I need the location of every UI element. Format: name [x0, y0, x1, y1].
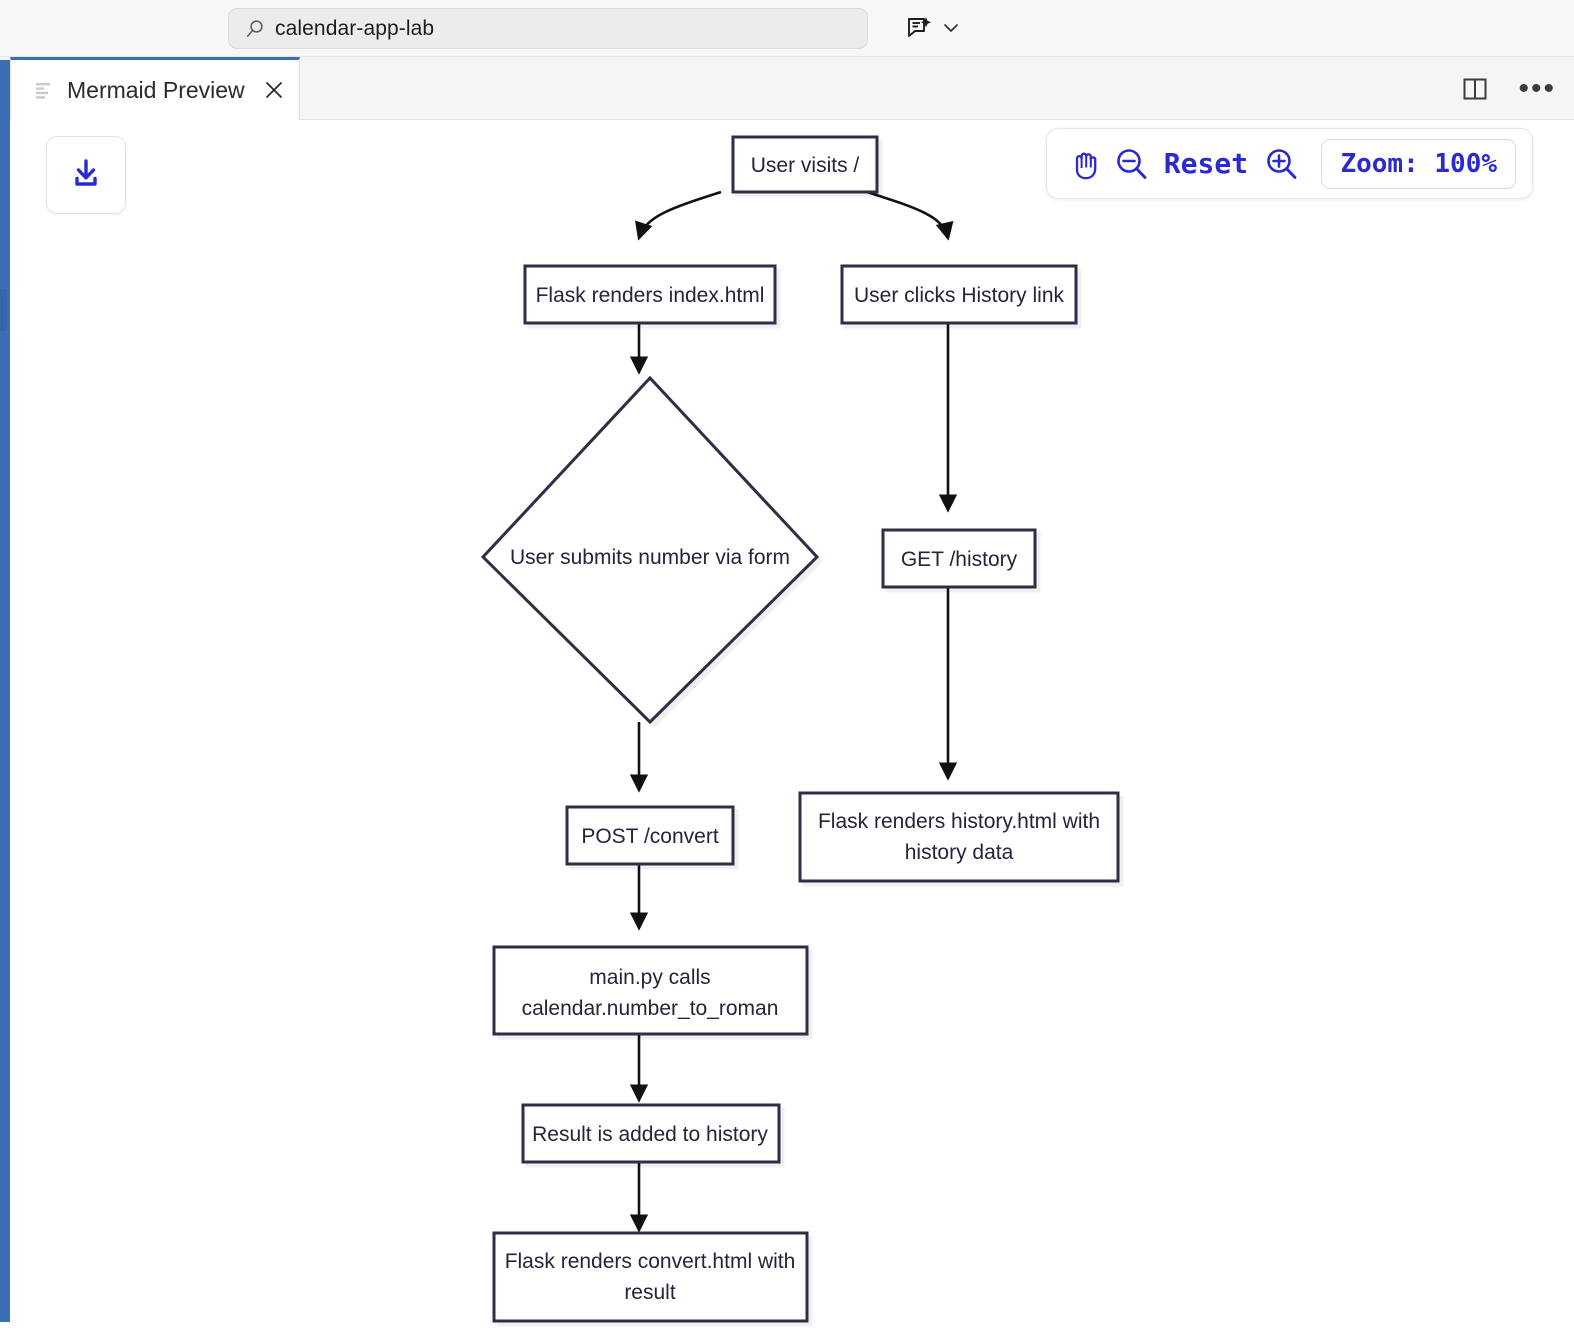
reset-zoom-button[interactable]: Reset	[1163, 147, 1249, 180]
close-icon[interactable]	[263, 79, 285, 101]
zoom-toolbar: Reset Zoom: 100%	[1046, 128, 1533, 199]
flow-node-get-history[interactable]: GET /history	[881, 528, 1037, 589]
flowchart-svg: User visits / Flask renders index.html U…	[480, 135, 1120, 1323]
node-label: Result is added to history	[532, 1123, 768, 1146]
edge-n1-n2	[635, 190, 722, 241]
zoom-out-icon[interactable]	[1108, 138, 1153, 190]
omnibar: calendar-app-lab	[0, 0, 1574, 57]
window-left-accent-notch	[0, 289, 7, 331]
edge-n1-n3	[866, 190, 954, 241]
ellipsis-icon[interactable]: •••	[1518, 71, 1556, 105]
preview-lines-icon	[33, 80, 53, 100]
download-button[interactable]	[46, 136, 126, 214]
node-label-line-2: history data	[905, 841, 1014, 864]
flow-node-main-py-calls[interactable]: main.py calls calendar.number_to_roman	[492, 945, 809, 1036]
node-label: GET /history	[901, 548, 1018, 571]
flow-node-flask-renders-index[interactable]: Flask renders index.html	[523, 264, 777, 325]
search-value: calendar-app-lab	[275, 16, 435, 40]
flow-node-user-visits[interactable]: User visits /	[731, 135, 879, 194]
split-editor-icon[interactable]	[1462, 77, 1488, 101]
window-left-accent-edge	[0, 60, 10, 1322]
flow-node-flask-renders-history[interactable]: Flask renders history.html with history …	[798, 791, 1120, 883]
node-label-line-2: result	[624, 1281, 676, 1304]
node-label: Flask renders index.html	[536, 284, 765, 307]
flow-node-user-clicks-history-link[interactable]: User clicks History link	[840, 264, 1078, 325]
pan-hand-icon[interactable]	[1063, 138, 1108, 190]
search-input[interactable]: calendar-app-lab	[228, 8, 868, 49]
mermaid-preview-canvas[interactable]: Reset Zoom: 100%	[11, 120, 1574, 1334]
node-label-line-2: calendar.number_to_roman	[522, 997, 779, 1020]
tab-strip: Mermaid Preview •••	[0, 57, 1574, 120]
copilot-chat-icon[interactable]	[900, 10, 938, 48]
tab-label: Mermaid Preview	[67, 76, 245, 103]
node-label: User submits number via form	[510, 546, 790, 569]
tab-strip-actions: •••	[1462, 57, 1556, 120]
node-label-line-1: Flask renders convert.html with	[505, 1250, 796, 1273]
zoom-level-badge[interactable]: Zoom: 100%	[1321, 138, 1517, 189]
flow-node-post-convert[interactable]: POST /convert	[565, 805, 735, 866]
flow-node-user-submits-number[interactable]: User submits number via form	[480, 375, 820, 725]
zoom-in-icon[interactable]	[1258, 138, 1303, 190]
node-label: User visits /	[751, 154, 860, 177]
chevron-down-icon[interactable]	[938, 14, 964, 42]
node-label: User clicks History link	[854, 284, 1065, 307]
edge-group	[629, 190, 958, 1233]
tab-mermaid-preview[interactable]: Mermaid Preview	[10, 57, 300, 120]
download-icon	[69, 156, 103, 195]
node-label: POST /convert	[581, 825, 718, 848]
node-label-line-1: Flask renders history.html with	[818, 810, 1100, 833]
flow-node-flask-renders-convert[interactable]: Flask renders convert.html with result	[492, 1231, 809, 1323]
node-label-line-1: main.py calls	[589, 966, 710, 989]
flow-node-result-added-to-history[interactable]: Result is added to history	[521, 1103, 781, 1164]
search-icon	[245, 19, 265, 39]
